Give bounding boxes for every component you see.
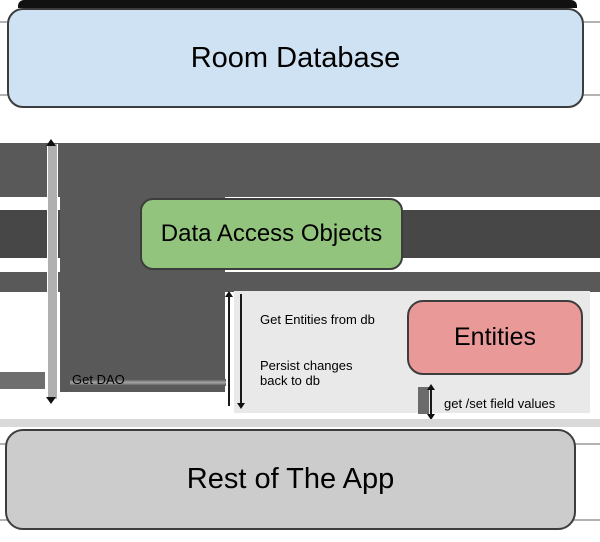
room-database-box: Room Database (7, 8, 584, 108)
entities-box: Entities (407, 300, 583, 375)
get-set-arrowhead-up-icon (427, 384, 435, 390)
get-set-connector-bar (418, 387, 429, 414)
get-dao-band-left (0, 372, 45, 389)
get-entities-arrowhead-icon (225, 291, 233, 297)
entities-label: Entities (454, 323, 536, 351)
room-to-app-arrow-bar (47, 144, 58, 399)
room-box-shadow-strip (18, 0, 577, 8)
data-access-objects-box: Data Access Objects (140, 198, 403, 270)
rest-of-the-app-box: Rest of The App (5, 429, 576, 530)
get-entities-label: Get Entities from db (260, 312, 375, 327)
get-set-arrow-line (430, 389, 432, 415)
get-set-field-values-label: get /set field values (444, 396, 556, 411)
persist-changes-arrowhead-icon (237, 403, 245, 409)
data-access-objects-label: Data Access Objects (160, 220, 383, 247)
get-dao-label: Get DAO (72, 372, 125, 387)
get-set-arrowhead-down-icon (427, 414, 435, 420)
app-box-top-strip (0, 419, 600, 427)
get-dao-connector-line (70, 379, 226, 386)
rest-of-the-app-label: Rest of The App (186, 463, 395, 495)
persist-changes-arrow-line (240, 294, 242, 404)
arrow-bar-head-down-icon (46, 397, 56, 404)
room-database-label: Room Database (190, 41, 401, 74)
arrow-bar-head-up-icon (46, 139, 56, 146)
get-entities-arrow-line (228, 296, 230, 406)
persist-changes-label: Persist changes back to db (260, 358, 353, 388)
